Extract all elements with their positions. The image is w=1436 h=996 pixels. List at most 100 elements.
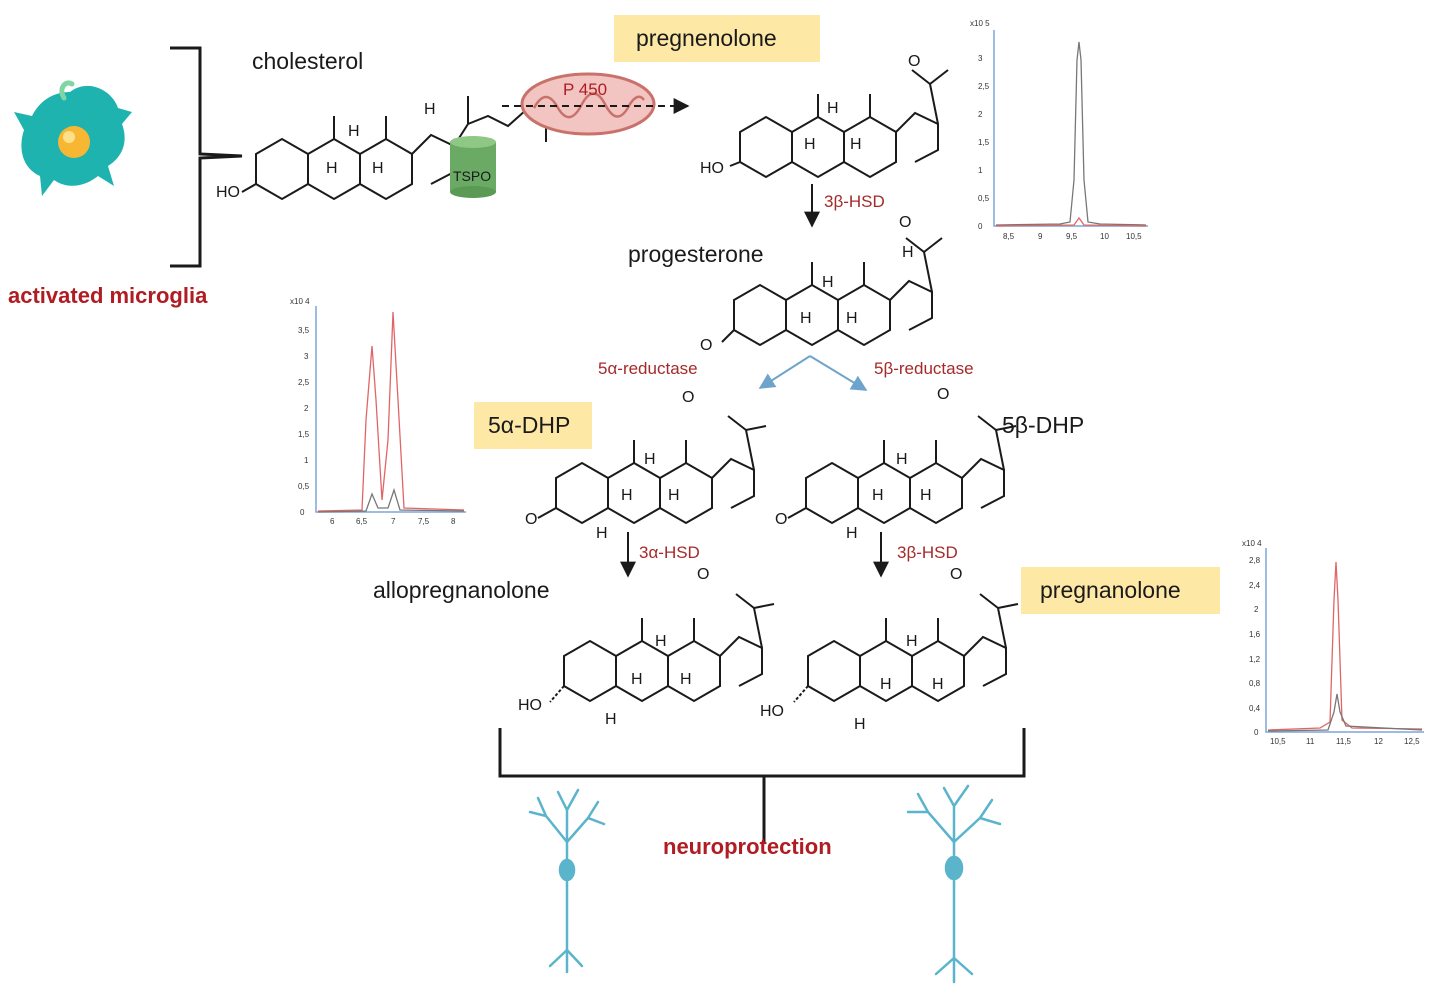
atom-label-h: H (621, 487, 633, 504)
chromatogram-top-y-tick: 1 (978, 166, 983, 175)
atom-label-h: H (827, 100, 839, 117)
atom-label-ho: HO (216, 184, 240, 201)
chromatogram-right (1265, 548, 1424, 733)
cholesterol-label: cholesterol (252, 48, 364, 74)
chromatogram-top-y-tick: 2 (978, 110, 983, 119)
atom-label-h: H (932, 676, 944, 693)
progesterone-label: progesterone (628, 241, 764, 267)
atom-label-o: O (525, 511, 538, 528)
reductase-split-arrow-right (809, 355, 868, 391)
dhp-alpha-structure (537, 415, 767, 524)
hsd3b-bottom-label: 3β-HSD (897, 543, 958, 562)
pregnanolone-label: pregnanolone (1040, 577, 1181, 603)
atom-label-h: H (668, 487, 680, 504)
atom-label-h: H (854, 716, 866, 733)
chromatogram-left-x-tick: 7 (391, 517, 396, 526)
atom-label-ho: HO (760, 703, 784, 720)
atom-label-h: H (846, 525, 858, 542)
chromatogram-right-y-tick: 1,2 (1249, 655, 1261, 664)
tspo-cylinder-icon (450, 136, 496, 198)
reductase-split-arrow-left (758, 355, 811, 389)
output-brace (498, 728, 1026, 842)
neuroprotection-label: neuroprotection (663, 834, 832, 859)
pregnanolone-structure (793, 593, 1019, 703)
neuron-icon (528, 788, 606, 974)
input-brace (170, 46, 243, 268)
chromatogram-right-y-tick: 0,8 (1249, 679, 1261, 688)
chromatogram-top-exponent: x10 5 (970, 19, 990, 28)
atom-label-h: H (804, 136, 816, 153)
tspo-label: TSPO (453, 168, 492, 184)
chromatogram-left (315, 306, 466, 513)
dhp-alpha-label: 5α-DHP (488, 412, 571, 438)
chromatogram-top-y-tick: 2,5 (978, 82, 990, 91)
chromatogram-top-trace-red (995, 216, 1147, 227)
dhp-alpha-highlight (474, 402, 592, 449)
chromatogram-left-y-tick: 2 (304, 404, 309, 413)
chromatogram-left-trace-red (317, 311, 465, 512)
progesterone-structure (721, 237, 943, 346)
atom-label-h: H (348, 123, 360, 140)
chromatogram-right-y-tick: 0,4 (1249, 704, 1261, 713)
atom-label-h: H (822, 274, 834, 291)
chromatogram-right-x-tick: 12,5 (1404, 737, 1420, 746)
atom-label-h: H (906, 633, 918, 650)
chromatogram-right-x-tick: 12 (1374, 737, 1383, 746)
chromatogram-right-axes (1265, 548, 1424, 733)
chromatogram-left-y-tick: 3,5 (298, 326, 310, 335)
chromatogram-right-y-tick: 2 (1254, 605, 1259, 614)
chromatogram-right-exponent: x10 4 (1242, 539, 1262, 548)
chromatogram-right-x-tick: 11,5 (1336, 737, 1352, 746)
chromatogram-left-exponent: x10 4 (290, 297, 310, 306)
chromatogram-left-trace-gray (317, 487, 465, 513)
atom-label-o: O (908, 53, 921, 70)
atom-label-h: H (372, 160, 384, 177)
neuron-icon (906, 784, 1002, 984)
chromatogram-left-y-tick: 1 (304, 456, 309, 465)
chromatogram-top-axes (993, 30, 1148, 227)
chromatogram-top (993, 30, 1148, 227)
atom-label-h: H (655, 633, 667, 650)
chromatogram-left-y-tick: 0,5 (298, 482, 310, 491)
dhp-beta-label: 5β-DHP (1002, 412, 1085, 438)
chromatogram-top-trace-gray (995, 41, 1147, 226)
atom-label-o: O (682, 389, 695, 406)
chromatogram-top-y-tick: 1,5 (978, 138, 990, 147)
pregnenolone-highlight (614, 15, 820, 62)
atom-label-h: H (800, 310, 812, 327)
atom-label-h: H (596, 525, 608, 542)
cholesterol-structure (241, 96, 547, 200)
chromatogram-top-x-tick: 10 (1100, 232, 1109, 241)
atom-label-h: H (326, 160, 338, 177)
chromatogram-left-y-tick: 2,5 (298, 378, 310, 387)
chromatogram-top-x-tick: 9,5 (1066, 232, 1078, 241)
atom-label-h: H (872, 487, 884, 504)
allopregnanolone-structure (549, 593, 775, 703)
atom-label-o: O (697, 566, 710, 583)
chromatogram-left-x-tick: 6,5 (356, 517, 368, 526)
atom-label-h: H (680, 671, 692, 688)
chromatogram-right-y-tick: 2,8 (1249, 556, 1261, 565)
atom-label-h: H (631, 671, 643, 688)
chromatogram-top-x-tick: 8,5 (1003, 232, 1015, 241)
atom-label-o: O (775, 511, 788, 528)
atom-label-h: H (846, 310, 858, 327)
chromatogram-right-y-tick: 1,6 (1249, 630, 1261, 639)
atom-label-o: O (899, 214, 912, 231)
microglia-label: activated microglia (8, 283, 208, 308)
chromatogram-top-y-tick: 3 (978, 54, 983, 63)
chromatogram-right-labels: x10 4 0 0,4 0,8 1,2 1,6 2 2,4 2,8 10,5 1… (1242, 539, 1420, 746)
atom-label-h: H (880, 676, 892, 693)
chromatogram-right-y-tick: 2,4 (1249, 581, 1261, 590)
chromatogram-left-axes (315, 306, 466, 513)
pregnanolone-highlight (1021, 567, 1220, 614)
hsd3a-label: 3α-HSD (639, 543, 700, 562)
atom-label-o: O (700, 337, 713, 354)
chromatogram-left-x-tick: 7,5 (418, 517, 430, 526)
atom-label-ho: HO (700, 160, 724, 177)
atom-label-h: H (644, 451, 656, 468)
chromatogram-top-x-tick: 9 (1038, 232, 1043, 241)
chromatogram-right-trace-gray (1267, 693, 1423, 732)
chromatogram-right-trace-red (1267, 561, 1423, 731)
atom-label-h: H (424, 101, 436, 118)
